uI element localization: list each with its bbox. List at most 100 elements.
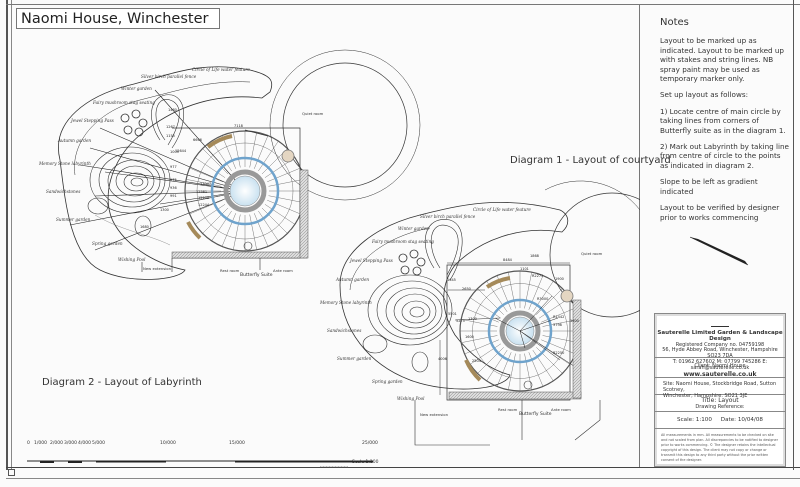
dimension-label: 8484 xyxy=(503,258,513,262)
building-wall xyxy=(299,169,309,259)
company-registration: Registered Company no. 04759198 xyxy=(675,341,765,348)
scale-tick: 4/000 xyxy=(78,441,91,446)
paving-segment-line xyxy=(536,347,563,374)
company-section: Sauterelle Limited Garden & Landscape De… xyxy=(655,314,785,377)
company-phone: T: 01962 627602 M: 07799 745286 E: xyxy=(672,358,768,365)
dimension-label: 977 xyxy=(170,165,177,169)
paving-segment-line xyxy=(539,343,570,365)
feature-marker xyxy=(243,241,253,251)
notes-heading: Notes xyxy=(660,17,689,28)
curved-bench xyxy=(206,134,233,149)
scale-tick: 5/000 xyxy=(92,441,105,446)
paving-segment-line xyxy=(261,207,288,234)
paving-segment-line xyxy=(541,339,576,355)
dimension-label: 13047 xyxy=(200,182,211,186)
label-silver-birch: Silver birch parallel fence xyxy=(141,74,197,79)
dimension-label: 1300 xyxy=(160,208,169,212)
paving-segment-line xyxy=(532,350,554,381)
paving-segment-line xyxy=(508,353,516,390)
dimension-label: 1005 xyxy=(170,150,179,154)
label-spring-garden: Spring garden xyxy=(372,379,403,384)
paving-segment-line xyxy=(268,179,304,187)
paving-segment-line xyxy=(211,210,232,241)
notes-panel: Notes Layout to be marked up as indicate… xyxy=(660,17,790,229)
paving-segment-line xyxy=(528,275,544,310)
label-spring-garden: Spring garden xyxy=(92,241,123,246)
labyrinth-loop xyxy=(155,99,180,146)
label-fairy-mushroom: Fairy mushroom stag seating xyxy=(371,239,434,244)
contour-line xyxy=(94,214,171,246)
labyrinth-spiral xyxy=(89,146,171,214)
drawing-title: Naomi House, Winchester xyxy=(16,8,220,29)
dimension-label: 6666 xyxy=(193,138,202,142)
dimension-label: 4006 xyxy=(438,357,447,361)
paving-segment-line xyxy=(195,157,226,178)
dimension-label: 936 xyxy=(170,186,177,190)
label-summer-garden: Summer garden xyxy=(56,217,91,222)
paving-segment-line xyxy=(477,347,504,374)
feature-marker xyxy=(523,380,533,390)
dimension-label: 5501 xyxy=(448,312,457,316)
dimension-label: 1480 xyxy=(168,108,177,112)
frame-border xyxy=(6,0,8,470)
dimension-label: R3000 xyxy=(537,297,548,301)
label-new-extension: New extension xyxy=(143,266,172,271)
dimension-label: 1155 xyxy=(166,134,175,138)
labyrinth-loop xyxy=(430,224,459,276)
paving-segment-line xyxy=(253,135,269,169)
paving-segment-line xyxy=(189,199,223,215)
dimension-label: 991 xyxy=(170,194,177,198)
stepping-stone xyxy=(398,253,408,263)
dimension-label: 5275 xyxy=(456,319,465,323)
scale-date-section: Scale: 1:100 Date: 10/04/08 xyxy=(655,412,785,429)
quiet-room-outer xyxy=(269,49,421,201)
north-arrow-icon xyxy=(690,236,749,266)
quiet-room-outer xyxy=(544,180,640,211)
dimension-label: 1868 xyxy=(530,254,539,258)
circle-spokes xyxy=(460,271,580,391)
paving-segment-line xyxy=(258,210,279,241)
paving-segment-line xyxy=(528,352,544,387)
dimension-label: 12581 xyxy=(196,190,207,194)
paving-segment-line xyxy=(202,148,229,175)
paving-segment-line xyxy=(221,213,237,247)
dimension-label: 12208 xyxy=(198,196,209,200)
disclaimer-text: All measurements in mm. All measurements… xyxy=(661,433,778,462)
pond xyxy=(229,175,261,207)
dimension-label: 1101 xyxy=(520,267,529,271)
frame-border xyxy=(11,0,12,470)
paving-segment-line xyxy=(189,167,223,183)
paving-segment-line xyxy=(268,195,304,203)
dimension-label: 1645 xyxy=(447,278,456,282)
label-fairy-mushroom: Fairy mushroom stag seating xyxy=(92,100,155,105)
paving-segment-line xyxy=(264,204,295,225)
date-value: Date: 10/04/08 xyxy=(720,417,763,423)
company-name: Sauterelle Limited Garden & Landscape De… xyxy=(657,330,783,342)
labyrinth-loop xyxy=(134,215,152,237)
dimension-label: 12244 xyxy=(198,203,210,207)
paving-segment-line xyxy=(464,307,499,323)
paving-segment-line xyxy=(470,343,501,365)
paving-segment-line xyxy=(477,288,504,315)
dimension-label: 2650 xyxy=(462,287,471,291)
labyrinth-loop xyxy=(411,351,429,373)
diagram-2-labyrinth xyxy=(339,180,640,446)
garden-inner-boundary xyxy=(349,227,431,291)
paving-ring xyxy=(196,142,294,240)
label-summer-garden: Summer garden xyxy=(337,356,372,361)
diagram-1-label: Diagram 1 - Layout of courtyard xyxy=(510,155,671,166)
garden-boundary xyxy=(339,201,569,390)
dimension-label: 1600 xyxy=(570,319,579,323)
site-line: Winchester, Hampshire. SO21 3JE xyxy=(663,393,748,399)
label-sandwichstones: Sandwichstones xyxy=(327,328,361,333)
labyrinth-loop xyxy=(87,197,109,215)
client-name: Client: Naomi House xyxy=(694,363,746,369)
disclaimer-section: All measurements in mm. All measurements… xyxy=(655,429,785,462)
site-section: Site: Naomi House, Stockbridge Road, Sut… xyxy=(655,378,785,399)
stepping-stone xyxy=(120,113,130,123)
site-line: Site: Naomi House, Stockbridge Road, Sut… xyxy=(663,381,777,393)
paving-segment-line xyxy=(249,132,257,168)
paving-ring xyxy=(472,283,568,379)
curved-bench xyxy=(464,359,482,382)
